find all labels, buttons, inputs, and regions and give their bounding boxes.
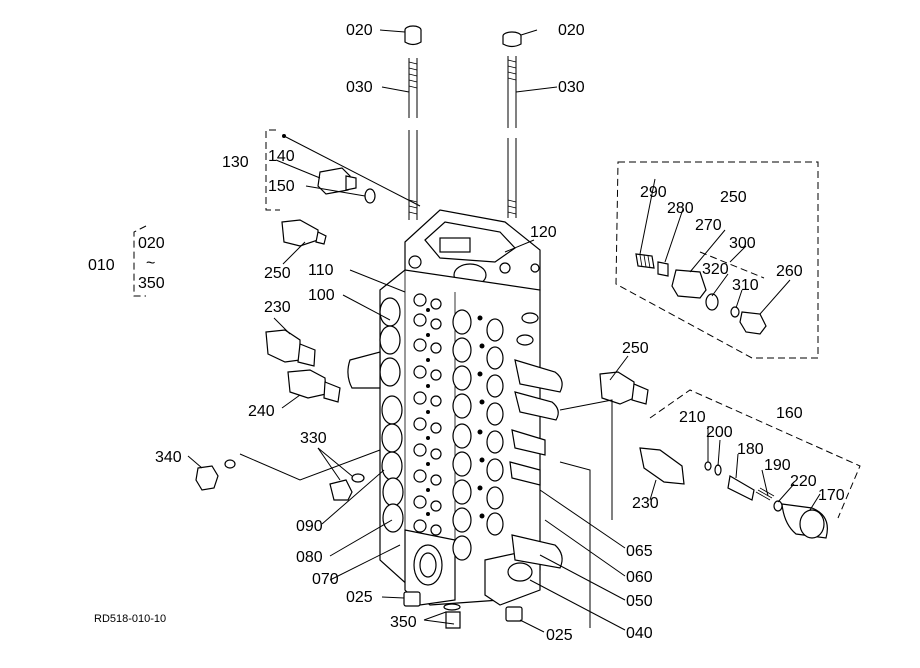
label-025-left: 025 bbox=[346, 589, 373, 606]
group-box-160 bbox=[649, 389, 861, 519]
label-130: 130 bbox=[222, 154, 249, 171]
part-230-right bbox=[639, 447, 685, 485]
label-050: 050 bbox=[626, 593, 653, 610]
part-240 bbox=[287, 369, 341, 403]
group-box-250 bbox=[615, 161, 819, 359]
label-090: 090 bbox=[296, 518, 323, 535]
right-face-bosses bbox=[452, 309, 504, 561]
part-350-bottom bbox=[443, 603, 461, 629]
label-080: 080 bbox=[296, 549, 323, 566]
part-150-o-ring bbox=[364, 188, 376, 204]
reference-code: RD518-010-10 bbox=[94, 613, 166, 625]
label-300: 300 bbox=[729, 235, 756, 252]
label-010: 010 bbox=[88, 257, 115, 274]
port-rows bbox=[413, 293, 442, 536]
part-250-left bbox=[281, 219, 327, 247]
label-120: 120 bbox=[530, 224, 557, 241]
label-250-right-top: 250 bbox=[720, 189, 747, 206]
label-020-right: 020 bbox=[558, 22, 585, 39]
part-140 bbox=[317, 167, 357, 195]
label-210: 210 bbox=[679, 409, 706, 426]
label-040: 040 bbox=[626, 625, 653, 642]
label-060: 060 bbox=[626, 569, 653, 586]
part-340 bbox=[195, 459, 236, 491]
label-070: 070 bbox=[312, 571, 339, 588]
label-065: 065 bbox=[626, 543, 653, 560]
label-350-bottom: 350 bbox=[390, 614, 417, 631]
label-100: 100 bbox=[308, 287, 335, 304]
label-290: 290 bbox=[640, 184, 667, 201]
label-250-right: 250 bbox=[622, 340, 649, 357]
label-270: 270 bbox=[695, 217, 722, 234]
label-025-right: 025 bbox=[546, 627, 573, 644]
label-330: 330 bbox=[300, 430, 327, 447]
label-310: 310 bbox=[732, 277, 759, 294]
part-labels: 020 020 030 030 130 140 150 010 020 ~ 35… bbox=[88, 22, 845, 644]
relief-valve-250-group bbox=[635, 253, 767, 335]
group-box-300 bbox=[699, 251, 765, 279]
leader-lines bbox=[187, 29, 821, 633]
label-200: 200 bbox=[706, 424, 733, 441]
label-340: 340 bbox=[155, 449, 182, 466]
part-330 bbox=[329, 473, 365, 501]
label-140: 140 bbox=[268, 148, 295, 165]
part-250-right bbox=[599, 371, 649, 405]
valve-block bbox=[347, 209, 563, 606]
label-180: 180 bbox=[737, 441, 764, 458]
label-160: 160 bbox=[776, 405, 803, 422]
label-220: 220 bbox=[790, 473, 817, 490]
part-025-right bbox=[505, 606, 523, 622]
label-240: 240 bbox=[248, 403, 275, 420]
label-010-tilde: ~ bbox=[146, 255, 155, 272]
part-230-left bbox=[265, 329, 316, 367]
part-025-left bbox=[403, 591, 421, 607]
label-190: 190 bbox=[764, 457, 791, 474]
label-030-right: 030 bbox=[558, 79, 585, 96]
label-230-right: 230 bbox=[632, 495, 659, 512]
label-280: 280 bbox=[667, 200, 694, 217]
label-230-left: 230 bbox=[264, 299, 291, 316]
relief-valve-160-group bbox=[704, 461, 828, 539]
label-170: 170 bbox=[818, 487, 845, 504]
label-030-left: 030 bbox=[346, 79, 373, 96]
label-320: 320 bbox=[702, 261, 729, 278]
tie-bolt-right bbox=[502, 31, 522, 218]
label-010-from: 020 bbox=[138, 235, 165, 252]
label-260: 260 bbox=[776, 263, 803, 280]
group-box-010 bbox=[133, 225, 147, 297]
group-box-130 bbox=[265, 129, 280, 211]
label-250-left: 250 bbox=[264, 265, 291, 282]
label-020-left: 020 bbox=[346, 22, 373, 39]
tie-bolt-left bbox=[404, 25, 422, 220]
label-010-to: 350 bbox=[138, 275, 165, 292]
label-150: 150 bbox=[268, 178, 295, 195]
label-110: 110 bbox=[308, 262, 334, 279]
